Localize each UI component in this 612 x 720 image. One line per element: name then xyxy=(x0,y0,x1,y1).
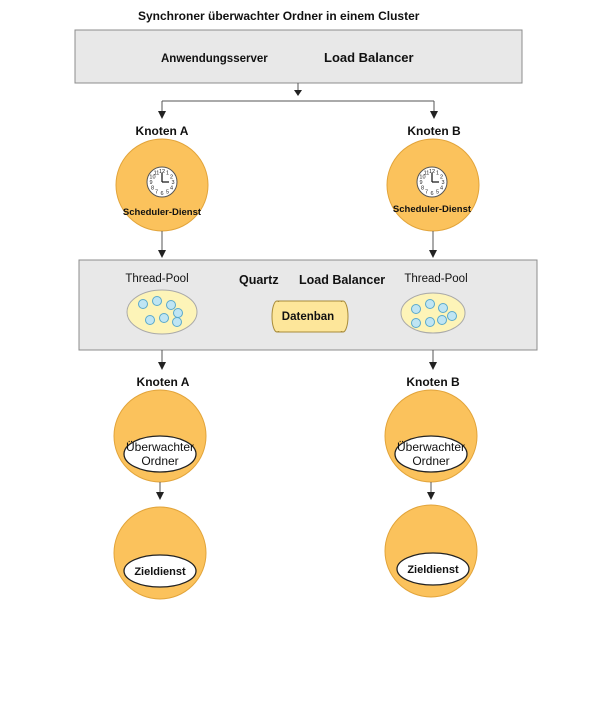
thread-pool-right-threads xyxy=(411,299,457,328)
clock-numeral: 2 xyxy=(440,175,443,181)
clock-numeral: 5 xyxy=(436,190,439,196)
watched-folder-b-line1: Überwachter xyxy=(397,440,465,454)
thread-icon xyxy=(437,315,447,325)
clock-numeral: 8 xyxy=(421,186,424,192)
database-label: Datenban xyxy=(282,311,334,323)
clock-numeral: 4 xyxy=(170,186,173,192)
thread-icon xyxy=(411,304,421,314)
node-b-label: Knoten B xyxy=(407,124,461,138)
clock-numeral: 3 xyxy=(441,180,444,186)
application-server-box xyxy=(74,29,523,84)
clock-numeral: 7 xyxy=(155,190,158,196)
top-load-balancer-label: Load Balancer xyxy=(324,50,414,65)
clock-numeral: 6 xyxy=(160,191,163,197)
thread-icon xyxy=(166,300,176,310)
node-a-scheduler-label: Scheduler-Dienst xyxy=(123,207,202,218)
clock-numeral: 10 xyxy=(419,175,425,181)
clock-numeral: 12 xyxy=(429,169,435,175)
target-service-b-label: Zieldienst xyxy=(407,564,459,576)
thread-icon xyxy=(172,317,182,327)
thread-icon xyxy=(425,317,435,327)
node-b-scheduler-label: Scheduler-Dienst xyxy=(393,204,472,215)
clock-numeral: 11 xyxy=(424,170,430,176)
thread-icon xyxy=(411,318,421,328)
thread-pool-left-label: Thread-Pool xyxy=(125,273,188,285)
clock-numeral: 12 xyxy=(159,169,165,175)
database-icon xyxy=(271,300,349,333)
watched-folder-b-line2: Ordner xyxy=(412,454,449,468)
clock-numeral: 9 xyxy=(149,180,152,186)
clock-numeral: 1 xyxy=(166,170,169,176)
thread-pool-left-threads xyxy=(138,296,183,327)
thread-icon xyxy=(438,303,448,313)
target-service-a xyxy=(123,554,197,588)
thread-icon xyxy=(138,299,148,309)
diagram-title: Synchroner überwachter Ordner in einem C… xyxy=(138,9,420,23)
thread-icon xyxy=(159,313,169,323)
clock-numeral: 8 xyxy=(151,186,154,192)
thread-icon xyxy=(145,315,155,325)
watched-folder-a-line2: Ordner xyxy=(141,454,178,468)
middle-load-balancer-label: Load Balancer xyxy=(299,273,385,287)
clock-numeral: 1 xyxy=(436,170,439,176)
clock-numeral: 2 xyxy=(170,175,173,181)
node-b-lower-label: Knoten B xyxy=(406,375,460,389)
thread-icon xyxy=(425,299,435,309)
node-a-lower-label: Knoten A xyxy=(137,375,190,389)
arrow-head-icon xyxy=(294,90,302,96)
clock-numeral: 10 xyxy=(149,175,155,181)
target-service-b xyxy=(396,552,470,586)
clock-numeral: 6 xyxy=(430,191,433,197)
application-server-label: Anwendungsserver xyxy=(161,53,268,65)
watched-folder-a xyxy=(123,435,197,473)
watched-folder-b xyxy=(394,435,468,473)
clock-numeral: 7 xyxy=(425,190,428,196)
thread-icon xyxy=(152,296,162,306)
clock-numeral: 11 xyxy=(154,170,160,176)
clock-numeral: 3 xyxy=(171,180,174,186)
clock-numeral: 4 xyxy=(440,186,443,192)
watched-folder-a-line1: Überwachter xyxy=(126,440,194,454)
clock-numeral: 9 xyxy=(419,180,422,186)
thread-pool-right-label: Thread-Pool xyxy=(404,273,467,285)
clock-numeral: 5 xyxy=(166,190,169,196)
thread-icon xyxy=(173,308,183,318)
node-a-label: Knoten A xyxy=(136,124,189,138)
thread-icon xyxy=(447,311,457,321)
quartz-label: Quartz xyxy=(239,273,279,287)
target-service-a-label: Zieldienst xyxy=(134,566,186,578)
thread-pool-left xyxy=(126,289,198,335)
